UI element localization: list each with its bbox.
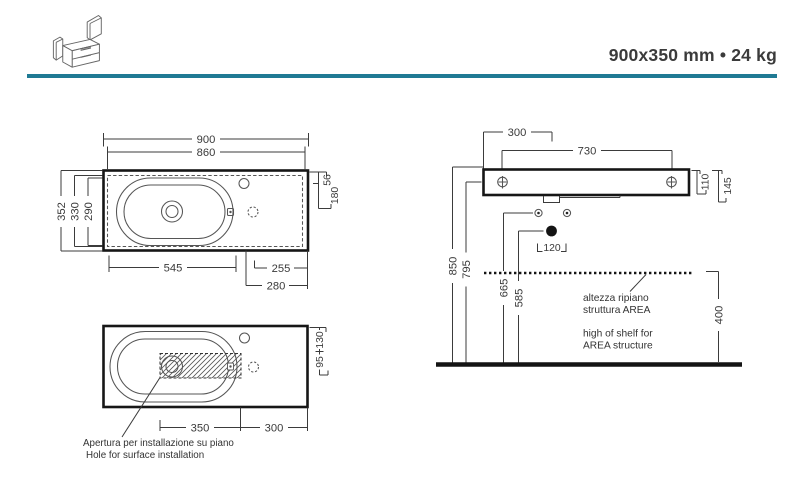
dim-label-300: 300	[265, 423, 284, 435]
dim-hole-width: 350	[159, 407, 241, 435]
optional-tap-hole-dashed	[247, 206, 259, 218]
tap-hole	[238, 177, 250, 190]
dim-label-860: 860	[197, 147, 216, 159]
dim-label-795: 795	[461, 260, 473, 279]
top-view-drawing: 900 860 352 330 290	[54, 132, 341, 293]
dim-label-350: 350	[191, 423, 210, 435]
drain-outlet-dot	[546, 225, 557, 237]
hole-note-english: Hole for surface installation	[86, 450, 204, 461]
dim-label-330: 330	[70, 202, 82, 221]
dim-drain-from-left: 300	[483, 125, 553, 169]
dim-overall-width: 900	[103, 132, 309, 147]
dim-body-height: 110	[691, 170, 712, 195]
dim-label-56: 56	[323, 174, 334, 186]
basin-inner-outline	[123, 184, 226, 240]
drain-hole	[160, 200, 184, 223]
dim-right-width: 300	[240, 407, 308, 435]
dim-height-top: 850	[446, 166, 483, 363]
dim-right-inner: 255	[254, 260, 308, 275]
vanity-cabinet-icon	[52, 15, 102, 68]
shelf-note-en-2: AREA structure	[583, 341, 653, 352]
hole-note-italian: Apertura per installazione su piano	[83, 438, 234, 449]
dim-tap-drain-offsets: 56 180	[309, 171, 341, 209]
overflow-detail	[226, 207, 235, 217]
dim-offset-range: 130 95	[309, 327, 329, 376]
dim-height-mid: 795	[459, 181, 482, 363]
dim-drain-spacing: 120	[537, 243, 567, 254]
fixing-screw-right	[666, 176, 677, 189]
header-divider	[27, 74, 777, 78]
shelf-leader-line	[629, 274, 647, 292]
dim-label-850: 850	[448, 257, 460, 276]
dim-depth: 352	[54, 170, 103, 252]
dim-shelf-height: 400	[706, 271, 726, 362]
dim-label-300: 300	[508, 127, 527, 139]
dim-label-110: 110	[701, 174, 712, 191]
product-size-weight: 900x350 mm • 24 kg	[608, 45, 777, 65]
hole-leader-line	[121, 377, 161, 438]
dim-label-352: 352	[56, 202, 68, 221]
dim-label-255: 255	[272, 263, 291, 275]
drain-trap-outline	[543, 195, 621, 203]
dim-label-120: 120	[543, 243, 561, 254]
front-view-drawing: 300 730	[436, 125, 742, 367]
wall-fixing-holes	[534, 208, 572, 218]
basin-body-front	[482, 168, 691, 197]
shelf-note-en-1: high of shelf for	[583, 329, 653, 340]
shelf-note-it-2: struttura AREA	[583, 305, 651, 316]
dim-height-drain: 585	[512, 230, 544, 363]
dim-basin-width: 545	[108, 255, 237, 275]
dim-label-730: 730	[578, 146, 597, 158]
dim-label-545: 545	[164, 263, 183, 275]
dim-body-trap-height: 145	[712, 170, 734, 203]
dim-right-outer: 280	[245, 250, 308, 293]
optional-tap-hole-dashed	[247, 361, 260, 373]
dim-height-fixings: 665	[497, 212, 533, 363]
fixing-screw-left	[497, 176, 508, 189]
installation-view-drawing: 130 95 350 300 Apertura per installazion…	[83, 324, 329, 461]
dim-label-400: 400	[714, 306, 726, 325]
dim-inner-depth: 330	[68, 175, 103, 247]
dim-label-290: 290	[83, 202, 95, 221]
dim-label-585: 585	[514, 289, 526, 308]
tap-hole	[238, 332, 251, 344]
shelf-note-it-1: altezza ripiano	[583, 293, 649, 304]
dim-inner-width: 860	[107, 145, 306, 170]
dim-basin-depth: 290	[81, 177, 103, 246]
dim-label-665: 665	[499, 279, 511, 298]
dim-label-130: 130	[315, 331, 326, 349]
dim-label-280: 280	[267, 281, 286, 293]
dim-fixing-centers: 730	[501, 144, 673, 169]
dim-label-145: 145	[723, 177, 734, 195]
overflow-detail	[227, 362, 234, 371]
dim-label-900: 900	[197, 134, 216, 146]
dim-label-180: 180	[330, 187, 341, 205]
dim-label-95: 95	[315, 356, 326, 368]
drain-hole	[160, 355, 184, 378]
